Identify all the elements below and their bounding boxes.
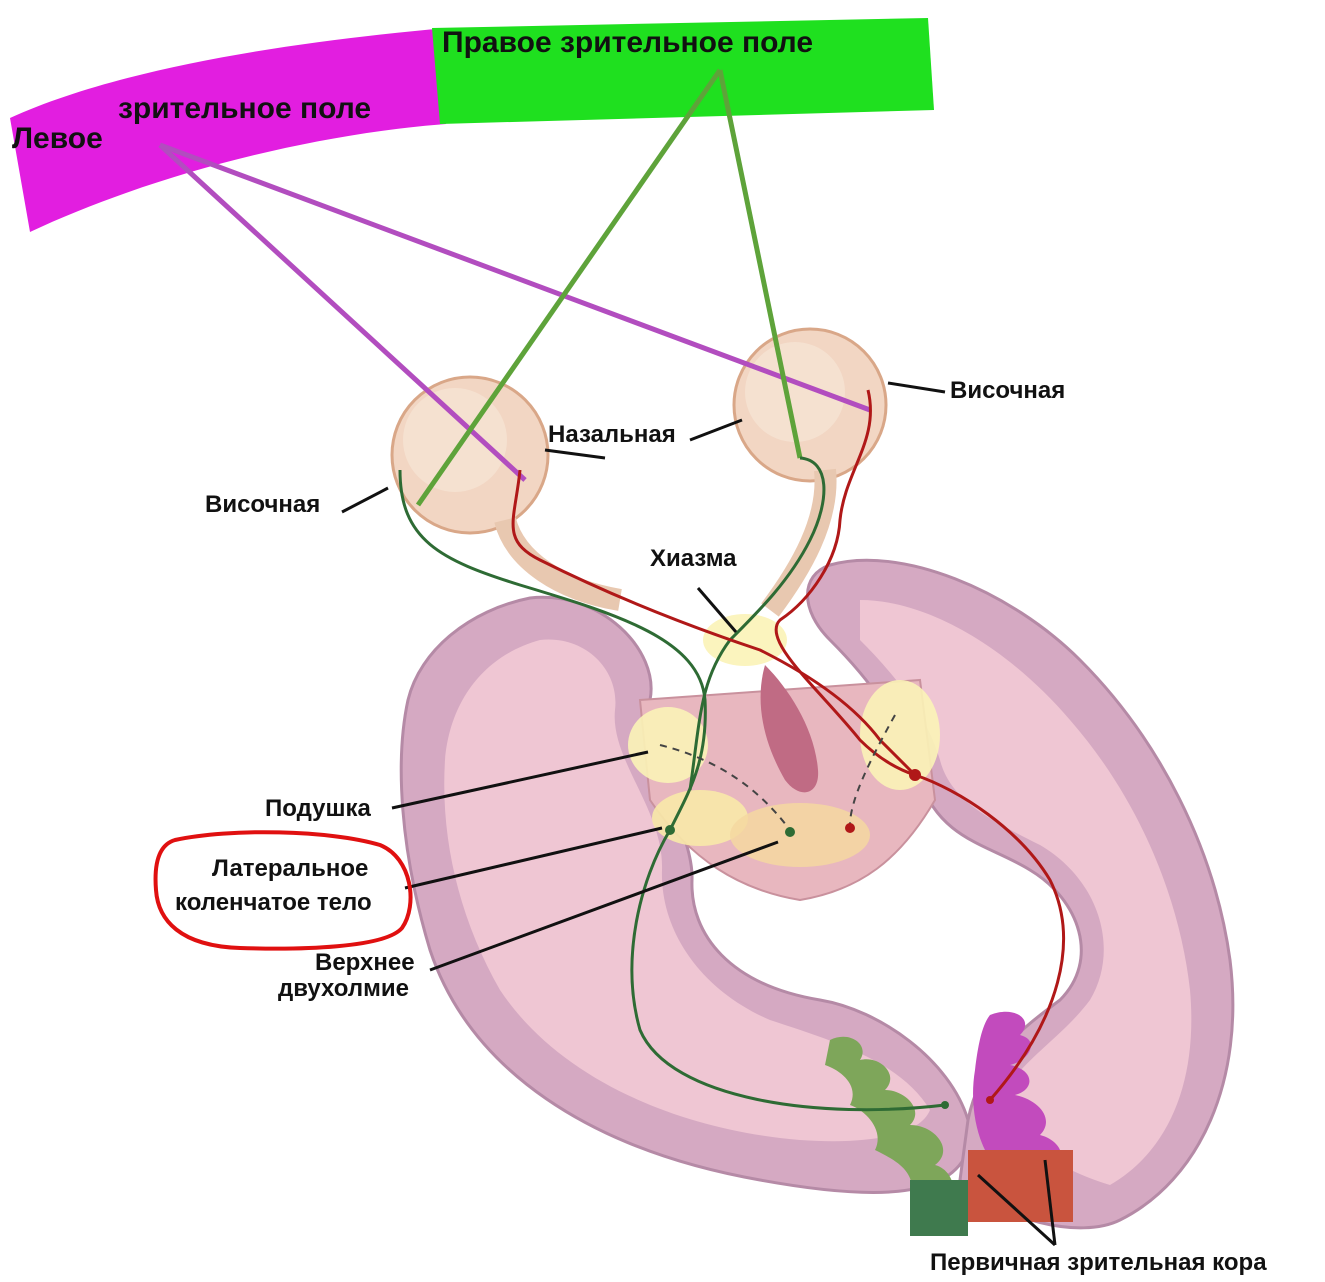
label-colliculus-line1: Верхнее — [315, 949, 415, 976]
label-lgn-line2: коленчатое тело — [175, 889, 372, 916]
left-visual-field-label-word: Левое — [12, 122, 103, 155]
label-pulvinar: Подушка — [265, 795, 371, 822]
brain-section — [401, 560, 1233, 1236]
left-visual-field-label-rest: зрительное поле — [118, 92, 371, 125]
colliculus-glow — [730, 803, 870, 867]
label-nasal: Назальная — [548, 421, 676, 448]
right-visual-field-label: Правое зрительное поле — [442, 26, 813, 59]
label-lgn-line1: Латеральное — [212, 855, 368, 882]
label-chiasm: Хиазма — [650, 545, 737, 572]
label-primary-visual-cortex: Первичная зрительная кора — [930, 1249, 1267, 1276]
label-colliculus-line2: двухолмие — [278, 975, 409, 1002]
label-temporal-left: Височная — [205, 491, 320, 518]
left-cortex-column — [910, 1180, 968, 1236]
left-eye — [392, 377, 620, 600]
right-cortex-column — [968, 1150, 1073, 1222]
thalamus-right-glow — [860, 680, 940, 790]
label-temporal-right: Височная — [950, 377, 1065, 404]
